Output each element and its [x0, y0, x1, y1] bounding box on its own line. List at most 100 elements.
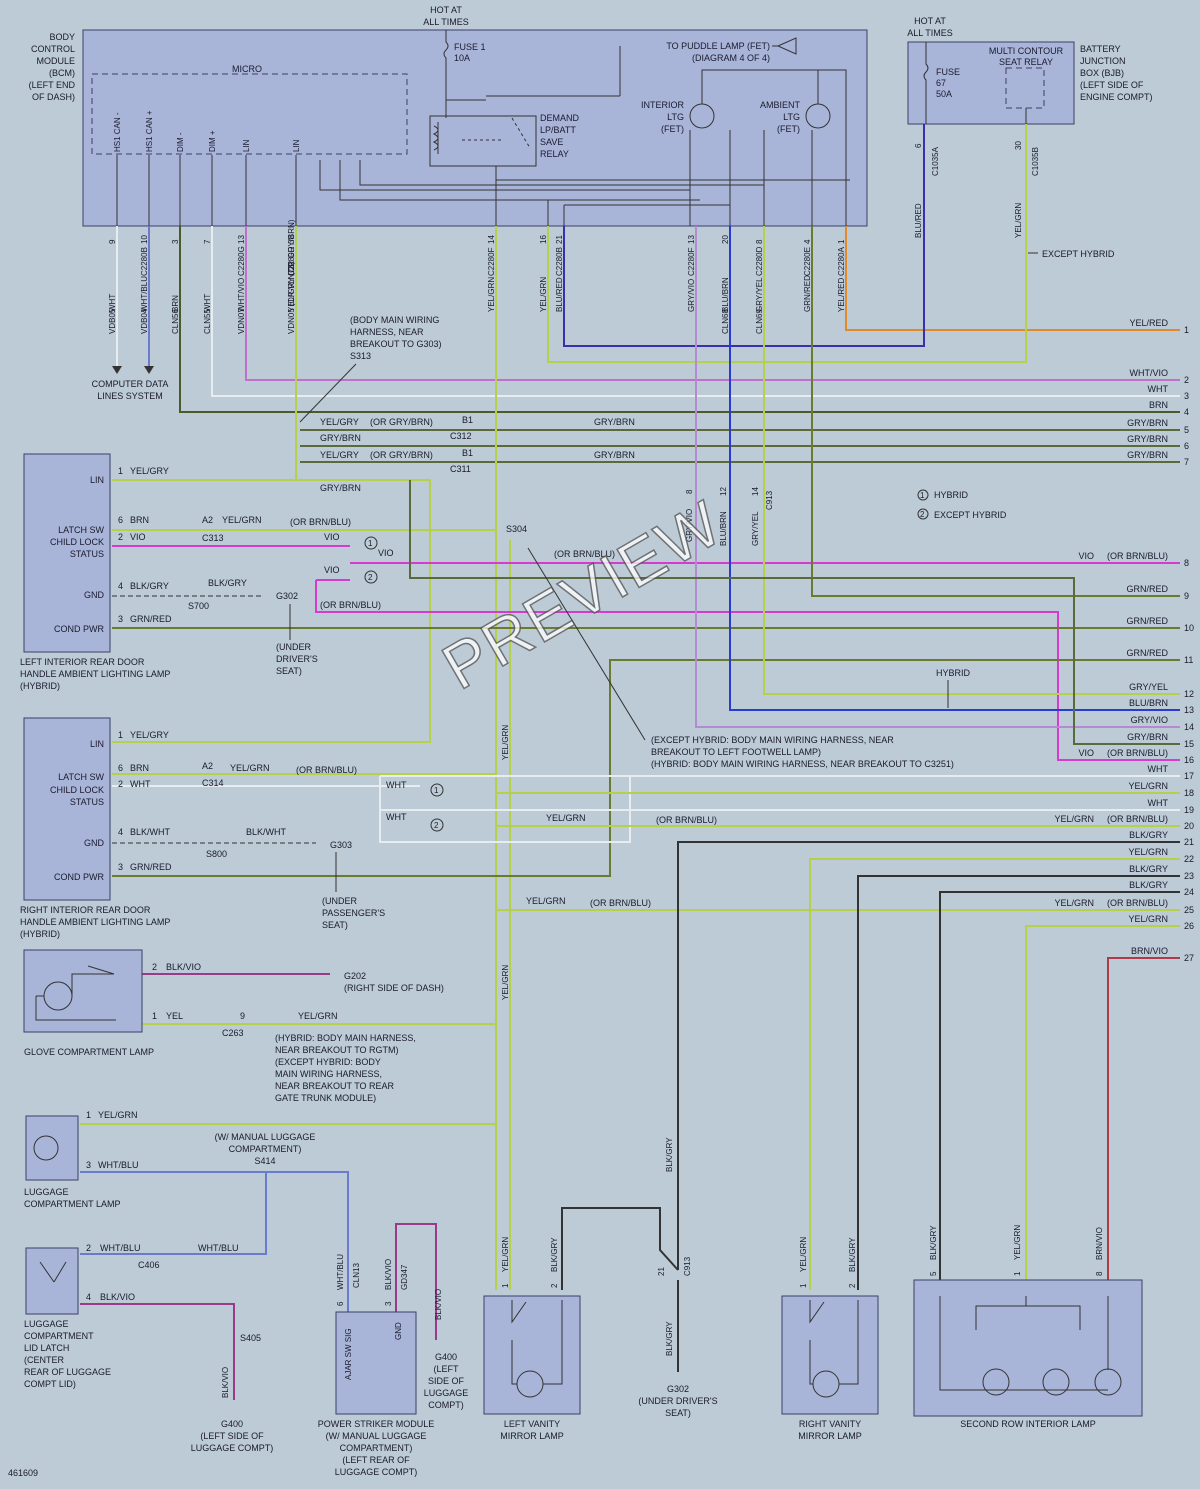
pin-num: 3 — [86, 1160, 91, 1170]
puddle-label: TO PUDDLE LAMP (FET) — [666, 41, 770, 51]
c311-b1: B1 — [462, 448, 473, 458]
lamp-pin-label: LATCH SW — [58, 525, 104, 535]
edge-number: 27 — [1184, 953, 1194, 963]
pin-num: 1 — [501, 1283, 510, 1288]
bcm-wire-color: BRN — [171, 295, 180, 312]
bjb-hot-label: ALL TIMES — [907, 28, 953, 38]
legend: 1 HYBRID 2 EXCEPT HYBRID HYBRID — [917, 489, 1007, 708]
wire-color: YEL/GRN — [799, 1237, 808, 1272]
wire-gry-brn — [300, 429, 1180, 463]
pin-num: 4 — [118, 581, 123, 591]
bcm-connector: C2280A — [837, 246, 846, 276]
legend-except-hybrid: EXCEPT HYBRID — [934, 510, 1007, 520]
edge-wire-color: GRN/RED — [1126, 584, 1168, 594]
splice-label: S405 — [240, 1333, 261, 1343]
edge-number: 7 — [1184, 457, 1189, 467]
wire-gry-brn-15 — [409, 480, 1180, 745]
lamp-name: (HYBRID) — [20, 681, 60, 691]
edge-wire-color: BRN — [1149, 400, 1168, 410]
wire-yel-grn-22 — [809, 858, 1180, 1290]
harness-line: MAIN WIRING HARNESS, — [275, 1069, 382, 1079]
luggage-lamp-name: LUGGAGE — [24, 1187, 69, 1197]
c312-color: GRY/BRN — [594, 417, 635, 427]
vio-label: VIO — [378, 548, 394, 558]
bcm-connector: C2280F — [687, 247, 696, 276]
or-note: (OR BRN/BLU) — [320, 600, 381, 610]
c311-alt: (OR GRY/BRN) — [370, 450, 433, 460]
left-door-lamp: LIN LATCH SW CHILD LOCK STATUS GND COND … — [20, 453, 394, 691]
edge-wire-color: BLK/GRY — [1129, 864, 1168, 874]
ground-label: G400 — [435, 1352, 457, 1362]
bcm-name-line: MODULE — [36, 56, 75, 66]
pin-num: 2 — [152, 962, 157, 972]
bcm-connector: C2280B — [140, 247, 149, 276]
vanity-name: MIRROR LAMP — [500, 1431, 564, 1441]
bcm-pin-number: 8 — [755, 239, 764, 244]
c913-color: BLU/BRN — [719, 511, 728, 546]
pin-num: 2 — [118, 532, 123, 542]
edge-wire-color: GRN/RED — [1126, 648, 1168, 658]
wire-color: YEL — [166, 1011, 183, 1021]
bcm-circuit: CLN68 — [721, 309, 730, 334]
edge-number: 3 — [1184, 391, 1189, 401]
wire-wht — [211, 226, 1180, 397]
pin-num: 9 — [240, 1011, 245, 1021]
harness-line: (HYBRID: BODY MAIN HARNESS, — [275, 1033, 416, 1043]
splice-label: S800 — [206, 849, 227, 859]
ground-note: LUGGAGE COMPT) — [191, 1443, 274, 1453]
wire-color: YEL/GRN — [222, 515, 262, 525]
edge-wire-color: GRN/RED — [1126, 616, 1168, 626]
c311-color: GRY/BRN — [594, 450, 635, 460]
ground-note: (RIGHT SIDE OF DASH) — [344, 983, 444, 993]
edge-wire-color: GRY/VIO — [1131, 715, 1168, 725]
s313-note: (BODY MAIN WIRING — [350, 315, 439, 325]
circuit-label: CLN13 — [352, 1263, 361, 1288]
edge-wire-color: YEL/GRN — [1054, 898, 1094, 908]
bjb-name-line: ENGINE COMPT) — [1080, 92, 1153, 102]
edge-number: 20 — [1184, 821, 1194, 831]
bcm-pin-label: DIM + — [208, 130, 217, 152]
pin-num: 2 — [848, 1283, 857, 1288]
edge-wire-color: YEL/GRN — [1128, 781, 1168, 791]
lamp-name: LEFT INTERIOR REAR DOOR — [20, 657, 145, 667]
bcm-module: BODY CONTROL MODULE (BCM) (LEFT END OF D… — [29, 5, 868, 227]
bcm-pin-number: 9 — [108, 239, 117, 244]
bjb-wire-color: YEL/GRN — [1014, 203, 1023, 238]
wire-color: BLK/GRY — [550, 1237, 559, 1272]
pin-num: 6 — [118, 515, 123, 525]
c312-color: YEL/GRY — [320, 417, 359, 427]
bcm-hot-label: HOT AT — [430, 5, 462, 15]
edge-wire-color: VIO — [1078, 748, 1094, 758]
wire-brn-vio-27 — [1107, 957, 1180, 1290]
second-row-name: SECOND ROW INTERIOR LAMP — [960, 1419, 1096, 1429]
wire-color: BLK/WHT — [130, 827, 171, 837]
ground-note: (LEFT — [433, 1364, 459, 1374]
bcm-pin-number: 13 — [687, 235, 696, 244]
left-vanity-mirror-lamp: LEFT VANITY MIRROR LAMP 1 YEL/GRN 2 BLK/… — [483, 1237, 581, 1441]
pin-num: 8 — [1095, 1271, 1104, 1276]
connector-c913-upper: 8 12 14 C913 GRY/VIO BLU/BRN GRY/YEL — [685, 487, 774, 546]
wire-color: WHT/BLU — [336, 1254, 345, 1290]
wire-runs — [80, 124, 1180, 1400]
wire-wht-vio — [245, 226, 1180, 381]
bcm-wire-color: BLU/RED — [555, 277, 564, 312]
lamp-name: HANDLE AMBIENT LIGHTING LAMP — [20, 917, 170, 927]
yel-grn-vertical: YEL/GRN — [501, 965, 510, 1000]
a2-label: A2 — [202, 761, 213, 771]
right-vanity-mirror-lamp: RIGHT VANITY MIRROR LAMP 1 YEL/GRN 2 BLK… — [781, 1237, 879, 1441]
c913-pin: 8 — [685, 489, 694, 494]
or-brn-blu-note: (OR BRN/BLU) — [554, 549, 615, 559]
bcm-pin-number: 16 — [539, 235, 548, 244]
pin-num: 1 — [1013, 1271, 1022, 1276]
computer-data-label: COMPUTER DATA — [92, 379, 169, 389]
wire-color: WHT — [386, 812, 407, 822]
c312-alt: (OR GRY/BRN) — [370, 417, 433, 427]
wire-blk-gry-vanity — [561, 1207, 679, 1290]
wire-color: YEL/GRN — [1013, 1225, 1022, 1260]
harness-note: (EXCEPT HYBRID: BODY MAIN WIRING HARNESS… — [501, 547, 954, 1000]
pin-num: 2 — [550, 1283, 559, 1288]
lamp-name: RIGHT INTERIOR REAR DOOR — [20, 905, 151, 915]
edge-wire-color: YEL/GRN — [1128, 914, 1168, 924]
latch-name: LUGGAGE — [24, 1319, 69, 1329]
lamp-pin-label: LATCH SW — [58, 772, 104, 782]
